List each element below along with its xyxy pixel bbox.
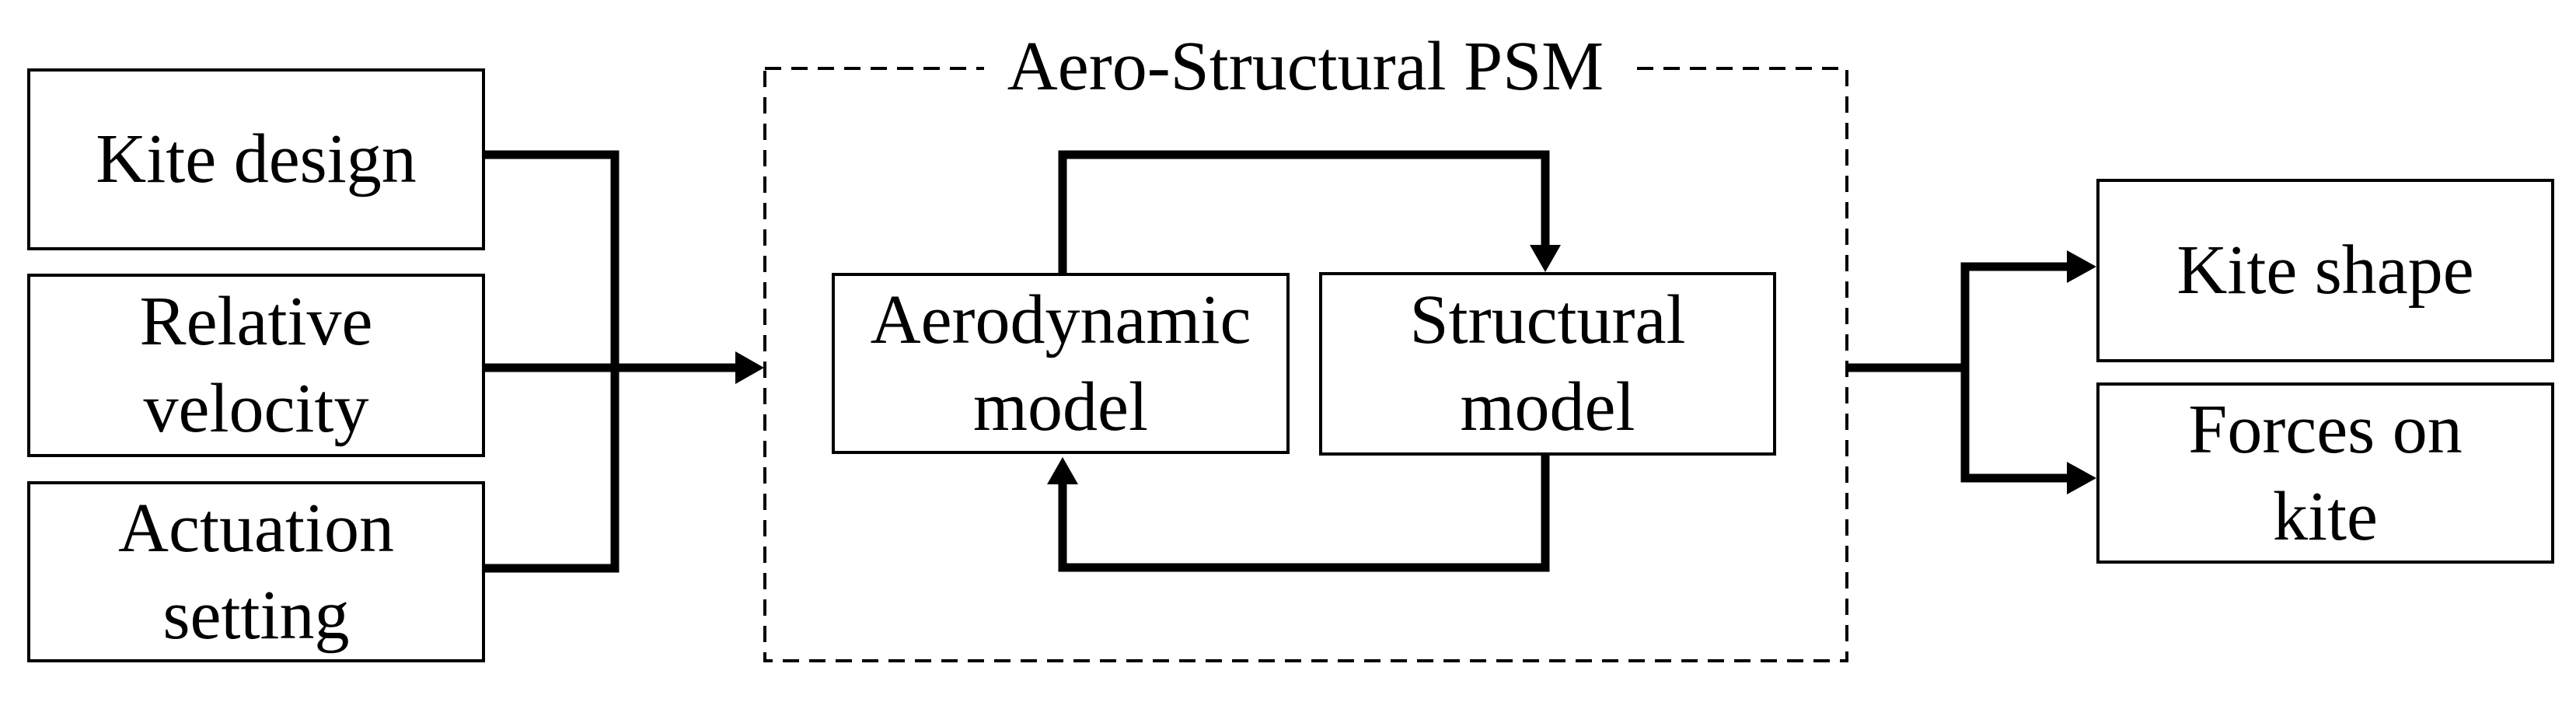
- psm-box-structural-model: Structural model: [1319, 272, 1776, 456]
- box-label-line: Relative: [139, 283, 373, 360]
- box-label-line: Structural: [1409, 281, 1686, 358]
- box-label-line: model: [1460, 368, 1635, 445]
- forces-on-kite-arrowhead: [2067, 462, 2096, 494]
- kite-shape-arrowhead: [2067, 250, 2096, 283]
- aero-to-structural-arrowhead: [1530, 245, 1561, 272]
- box-label-line: Forces on: [2188, 390, 2463, 468]
- box-label-line: Aerodynamic: [870, 281, 1251, 358]
- output-box-forces-on-kite: Forces on kite: [2096, 382, 2554, 564]
- box-label-line: Kite design: [96, 120, 417, 197]
- box-label-line: Actuation: [118, 489, 394, 567]
- structural-to-aero-arrowhead: [1047, 457, 1078, 484]
- psm-group-title: Aero-Structural PSM: [983, 25, 1628, 109]
- structural-to-aero-connector: [1058, 455, 1550, 572]
- psm-box-aerodynamic-model: Aerodynamic model: [832, 273, 1290, 454]
- box-label-line: setting: [162, 576, 350, 654]
- box-label-line: kite: [2273, 477, 2378, 555]
- inputs-merge-connector: [484, 150, 620, 573]
- outputs-split-connector: [1960, 262, 2069, 483]
- box-label-line: velocity: [143, 370, 369, 447]
- input-box-kite-design: Kite design: [27, 68, 485, 250]
- output-box-kite-shape: Kite shape: [2096, 179, 2554, 362]
- inputs-arrowhead: [735, 351, 764, 384]
- input-box-actuation-setting: Actuation setting: [27, 481, 485, 662]
- aero-to-structural-connector: [1058, 150, 1550, 273]
- box-label-line: Kite shape: [2176, 232, 2474, 309]
- input-box-relative-velocity: Relative velocity: [27, 274, 485, 457]
- box-label-line: model: [973, 368, 1148, 445]
